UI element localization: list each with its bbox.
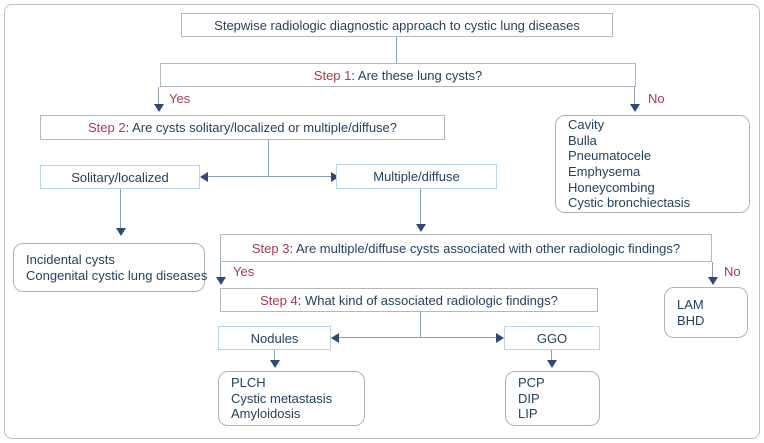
solitary-localized-box: Solitary/localized	[40, 165, 200, 189]
diagram-title: Stepwise radiologic diagnostic approach …	[214, 17, 580, 33]
outcome-line: Cystic bronchiectasis	[568, 195, 691, 211]
arrowhead-down-icon	[154, 104, 164, 112]
arrowhead-down-icon	[270, 360, 280, 368]
outcome-line: Amyloidosis	[231, 406, 301, 422]
ggo-box: GGO	[504, 326, 600, 350]
connector-step2-split	[208, 176, 331, 177]
arrowhead-down-icon	[116, 228, 126, 236]
arrowhead-right-icon	[331, 172, 339, 182]
step2-question: : Are cysts solitary/localized or multip…	[125, 120, 398, 135]
arrowhead-down-icon	[216, 277, 226, 285]
arrowhead-down-icon	[708, 277, 718, 285]
outcome-line: PLCH	[231, 375, 266, 391]
outcome-line: Honeycombing	[568, 179, 655, 195]
connector-solitary-down	[120, 189, 121, 229]
figure-border	[4, 4, 760, 439]
step3-label: Step 3	[251, 240, 290, 256]
outcome-line: Emphysema	[568, 164, 641, 179]
step4-box: Step 4: What kind of associated radiolog…	[220, 288, 598, 312]
outcome-line: PCP	[518, 375, 545, 391]
multiple-diffuse-box: Multiple/diffuse	[336, 164, 497, 189]
title-box: Stepwise radiologic diagnostic approach …	[181, 13, 613, 37]
connector-ggo-down	[551, 350, 552, 361]
ggo-label: GGO	[536, 330, 568, 346]
edge-label-step1-yes: Yes	[169, 91, 191, 106]
outcome-line: Pneumatocele	[568, 148, 652, 164]
outcome-line: Bulla	[568, 132, 597, 148]
step4-question: : What kind of associated radiologic fin…	[297, 292, 558, 308]
outcome-line: Congenital cystic lung diseases	[26, 267, 208, 283]
outcome-line: BHD	[677, 312, 705, 328]
step1-label: Step 1	[313, 67, 352, 83]
edge-label-step3-yes: Yes	[233, 264, 255, 279]
outcome-line: Cavity	[568, 117, 605, 133]
step3-question: : Are multiple/diffuse cysts associated …	[289, 240, 681, 256]
edge-label-step1-no: No	[648, 91, 665, 106]
outcome-line: DIP	[518, 390, 540, 406]
connector-multiple-down	[420, 189, 421, 225]
outcome-line: Cystic metastasis	[231, 390, 333, 406]
connector-step4-down	[420, 312, 421, 338]
connector-step1-yes	[158, 87, 159, 105]
nodules-box: Nodules	[218, 326, 331, 350]
nodules-label: Nodules	[250, 330, 299, 346]
step2-box: Step 2: Are cysts solitary/localized or …	[40, 115, 445, 140]
arrowhead-right-icon	[496, 333, 504, 343]
outcome-line: Incidental cysts	[26, 251, 115, 267]
connector-step2-down	[268, 140, 269, 177]
step1-box: Step 1: Are these lung cysts?	[160, 63, 636, 87]
connector-step4-split	[339, 337, 496, 338]
connector-step3-no	[712, 262, 713, 278]
arrowhead-left-icon	[331, 333, 339, 343]
connector-step1-no	[634, 87, 635, 105]
connector-step3-yes	[220, 262, 221, 278]
step3-box: Step 3: Are multiple/diffuse cysts assoc…	[220, 234, 712, 262]
arrowhead-down-icon	[630, 104, 640, 112]
solitary-localized-label: Solitary/localized	[71, 169, 169, 185]
arrowhead-left-icon	[200, 172, 208, 182]
arrowhead-down-icon	[547, 360, 557, 368]
outcome-line: LAM	[677, 296, 704, 312]
step4-label: Step 4	[260, 292, 298, 308]
edge-label-step3-no: No	[724, 264, 741, 279]
arrowhead-down-icon	[416, 224, 426, 232]
step2-label: Step 2	[87, 120, 126, 135]
connector-title-step1	[396, 37, 397, 63]
step1-question: : Are these lung cysts?	[351, 67, 483, 83]
multiple-diffuse-label: Multiple/diffuse	[373, 169, 460, 184]
connector-nodules-down	[274, 350, 275, 361]
outcome-line: LIP	[518, 406, 538, 422]
